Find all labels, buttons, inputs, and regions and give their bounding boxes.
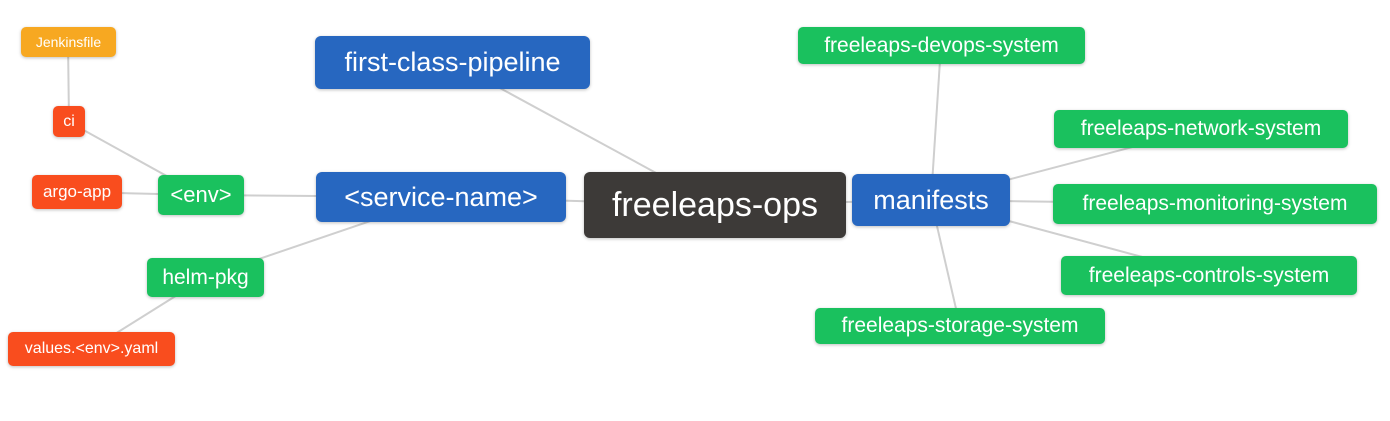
node-label: ci [63, 112, 75, 130]
node-freeleaps-devops-system[interactable]: freeleaps-devops-system [798, 27, 1085, 64]
node-label: values.<env>.yaml [24, 340, 159, 357]
node-values-env-yaml[interactable]: values.<env>.yaml [8, 332, 175, 366]
node-label: <env> [170, 182, 232, 207]
node-label: freeleaps-network-system [1080, 117, 1322, 140]
node-freeleaps-storage-system[interactable]: freeleaps-storage-system [815, 308, 1105, 344]
node-helm-pkg[interactable]: helm-pkg [147, 258, 264, 297]
node-label: freeleaps-storage-system [841, 314, 1079, 337]
node-freeleaps-ops-root[interactable]: freeleaps-ops [584, 172, 846, 238]
node-label: freeleaps-devops-system [824, 33, 1059, 57]
node-manifests[interactable]: manifests [852, 174, 1010, 226]
node-label: freeleaps-monitoring-system [1082, 192, 1348, 215]
node-label: <service-name> [344, 181, 538, 212]
node-env[interactable]: <env> [158, 175, 244, 215]
node-label: argo-app [42, 182, 112, 201]
node-label: helm-pkg [162, 265, 249, 289]
node-label: freeleaps-controls-system [1088, 263, 1330, 287]
node-label: first-class-pipeline [344, 47, 561, 77]
node-jenkinsfile[interactable]: Jenkinsfile [21, 27, 116, 57]
node-first-class-pipeline[interactable]: first-class-pipeline [315, 36, 590, 89]
node-freeleaps-controls-system[interactable]: freeleaps-controls-system [1061, 256, 1357, 295]
node-label: freeleaps-ops [611, 185, 818, 224]
node-argo-app[interactable]: argo-app [32, 175, 122, 209]
node-service-name[interactable]: <service-name> [316, 172, 566, 222]
node-ci[interactable]: ci [53, 106, 85, 137]
node-freeleaps-network-system[interactable]: freeleaps-network-system [1054, 110, 1348, 148]
node-label: Jenkinsfile [35, 34, 102, 50]
node-freeleaps-monitoring-system[interactable]: freeleaps-monitoring-system [1053, 184, 1377, 224]
node-label: manifests [873, 184, 989, 215]
